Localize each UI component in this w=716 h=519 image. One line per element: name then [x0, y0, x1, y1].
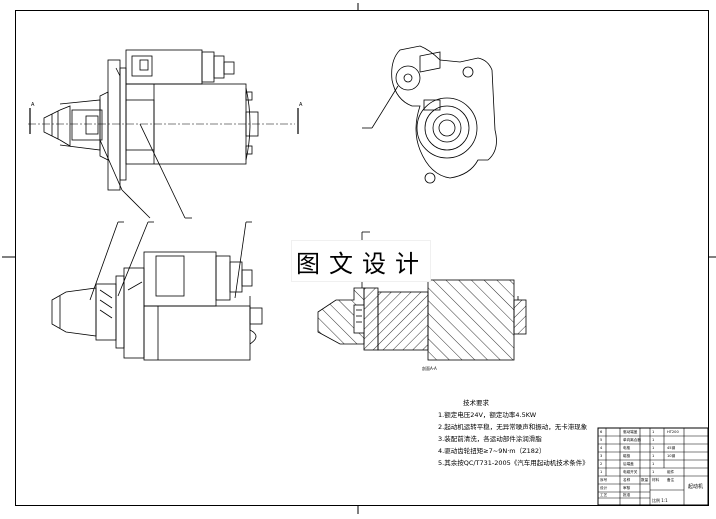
parts-row-name: 单向离合器 [623, 438, 641, 442]
end-view [362, 45, 497, 184]
side-elevation-view [51, 221, 263, 361]
watermark-banner [291, 240, 431, 282]
header-cell: 材料 [652, 478, 660, 482]
watermark-text: 图文设计 [296, 250, 428, 278]
parts-row-qty: 1 [652, 446, 655, 450]
parts-row-material: 45钢 [667, 446, 676, 450]
requirement-item: 4.驱动齿轮扭矩≥7~9N·m（Z182） [438, 447, 546, 455]
section-marker-right: A [299, 102, 303, 108]
requirement-item: 5.其余按QC/T731-2005《汽车用起动机技术条件》 [438, 459, 589, 467]
sign-cell: 工艺 [600, 493, 608, 497]
header-cell: 名称 [623, 478, 631, 482]
parts-row-qty: 1 [652, 470, 655, 474]
sign-cell: 批准 [623, 493, 631, 497]
parts-row-no: 1 [600, 470, 603, 474]
technical-requirements-title: 技术要求 [463, 399, 489, 407]
parts-row-qty: 1 [652, 438, 655, 442]
header-cell: 数量 [641, 478, 649, 482]
parts-row-material: 组件 [667, 470, 675, 474]
header-cell: 备注 [667, 478, 675, 482]
parts-row-no: 4 [600, 446, 603, 450]
title-block [597, 427, 709, 506]
parts-row-no: 5 [600, 438, 603, 442]
parts-row-name: 磁极 [623, 454, 631, 458]
parts-row-no: 2 [600, 462, 603, 466]
front-elevation-view [28, 49, 299, 219]
parts-row-qty: 1 [652, 454, 655, 458]
requirement-item: 3.装配前清洗，各运动部件涂润滑脂 [438, 435, 542, 443]
drawing-frame [15, 10, 709, 506]
section-view [317, 231, 527, 361]
parts-row-qty: 1 [652, 430, 655, 434]
header-cell: 序号 [600, 478, 608, 482]
parts-row-no: 6 [600, 430, 603, 434]
sign-cell: 设计 [600, 486, 608, 490]
parts-row-no: 3 [600, 454, 603, 458]
parts-row-material: HT200 [667, 430, 679, 434]
parts-row-name: 电磁开关 [623, 470, 638, 474]
section-label: 剖面A-A [422, 366, 437, 371]
technical-requirements: 技术要求 1.额定电压24V，额定功率4.5KW 2.起动机运转平稳，无异常噪声… [438, 397, 589, 469]
requirement-item: 1.额定电压24V，额定功率4.5KW [438, 411, 537, 419]
parts-row-qty: 1 [652, 462, 655, 466]
section-marker-left: A [31, 102, 35, 108]
sign-cell: 审核 [623, 486, 631, 490]
drawing-name: 起动机 [688, 484, 704, 490]
parts-row-material: 10钢 [667, 454, 676, 458]
parts-row-name: 后端盖 [623, 462, 634, 466]
parts-row-name: 驱动端盖 [623, 430, 638, 434]
scale-text: 比例 1:1 [652, 498, 668, 503]
parts-row-name: 电枢 [623, 446, 631, 450]
requirement-item: 2.起动机运转平稳，无异常噪声和振动，无卡滞现象 [438, 423, 588, 431]
